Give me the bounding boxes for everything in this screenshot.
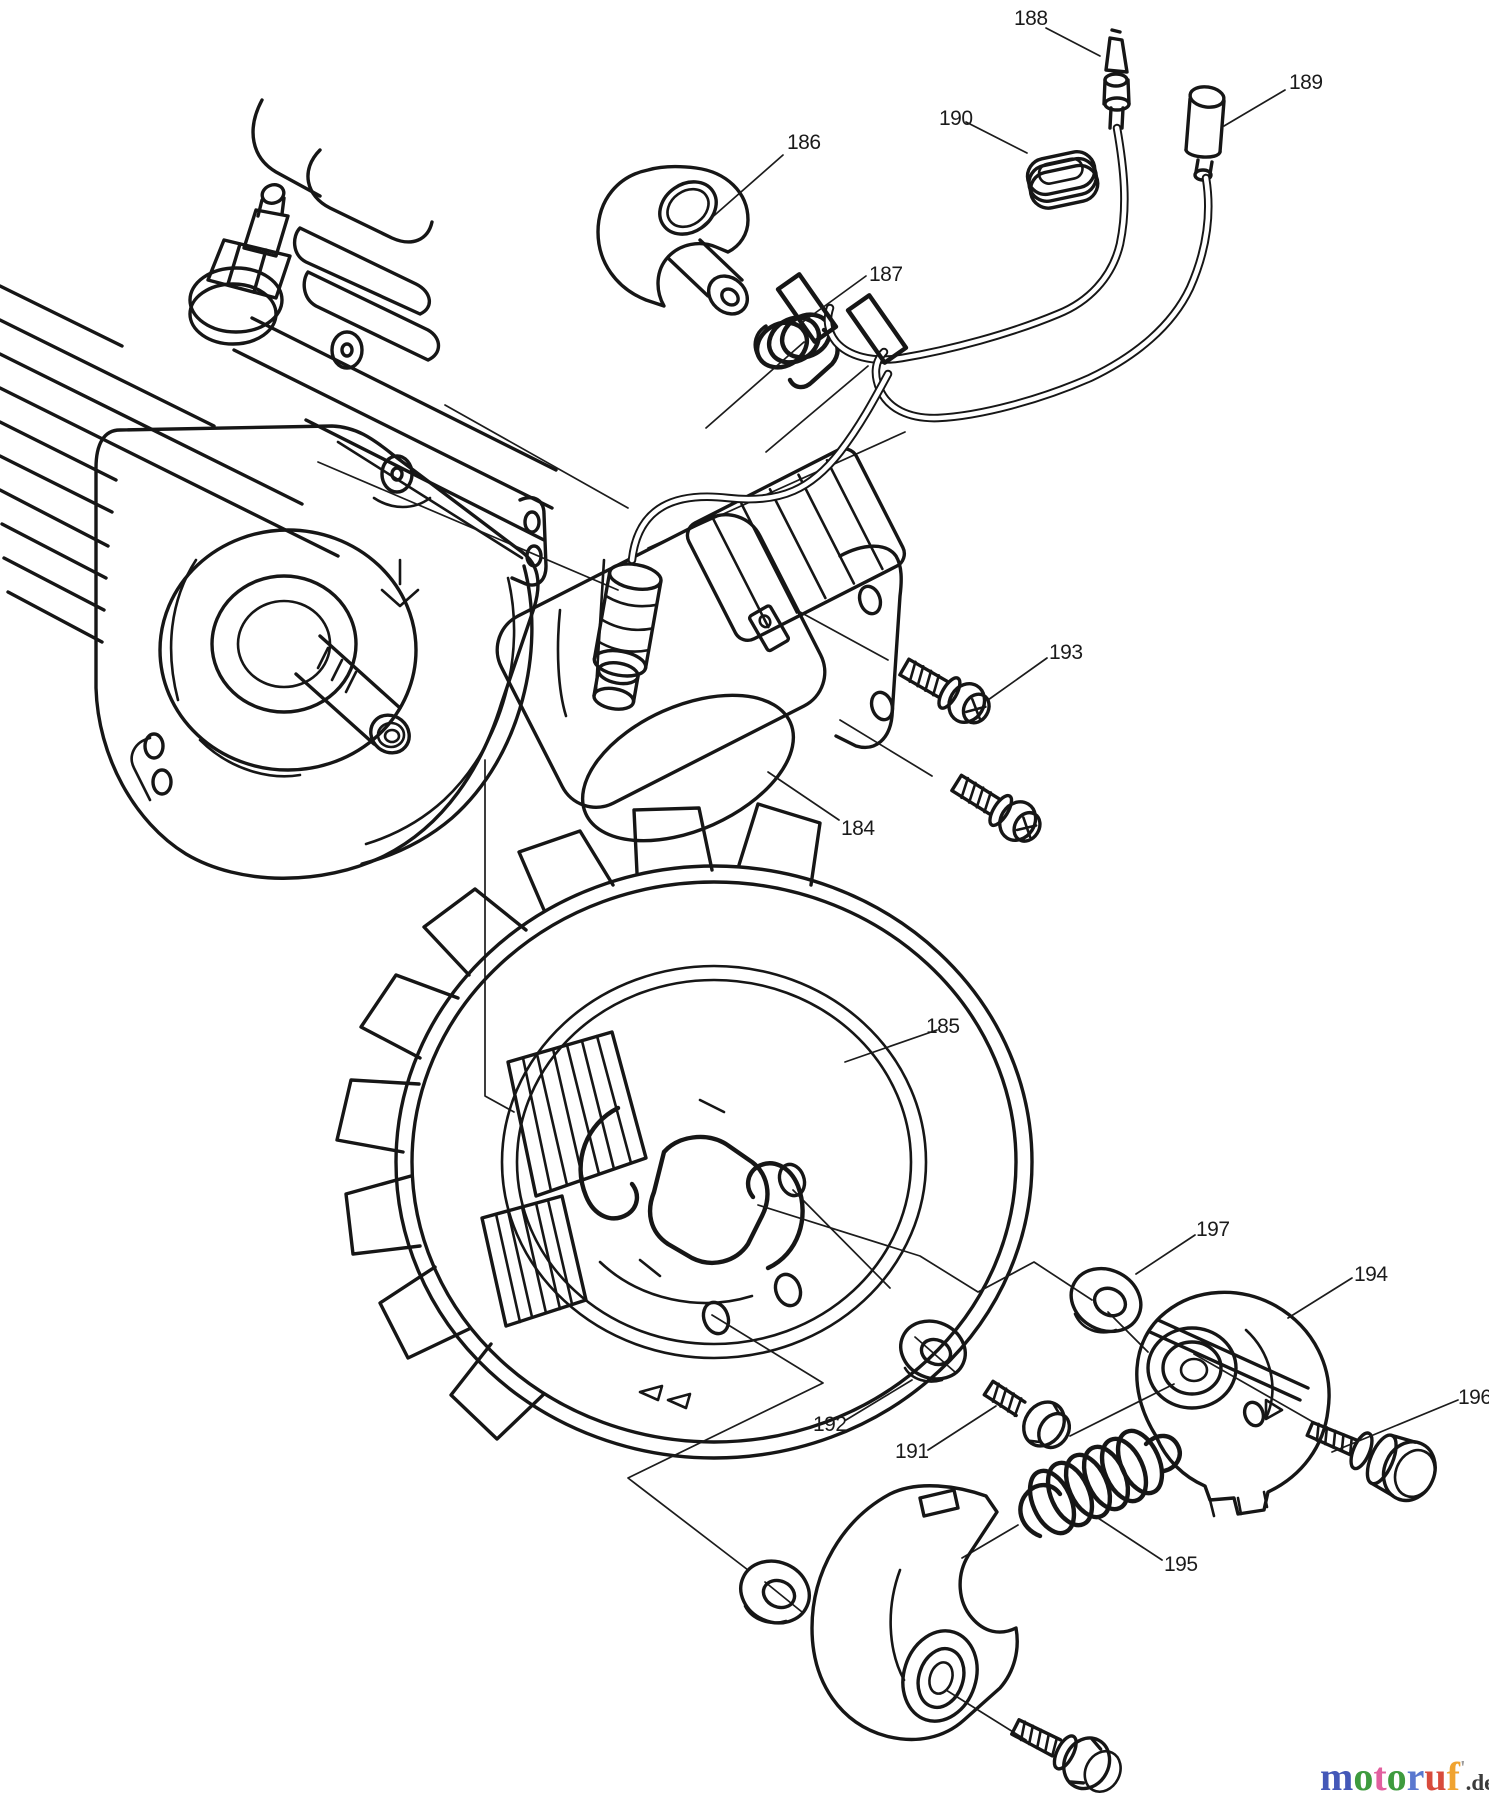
hub-axis-zigzag-lines	[627, 1189, 1149, 1613]
washer-upper-192	[899, 1319, 967, 1383]
fan-blades	[335, 802, 822, 1441]
cylinder-assembly	[0, 98, 558, 644]
ht-wire	[627, 369, 893, 565]
washer-lower-192	[739, 1559, 811, 1625]
cooling-fins	[0, 98, 558, 644]
crankshaft-stub	[294, 634, 411, 755]
coil-screw-upper	[898, 657, 991, 725]
shoe-arrow-icon	[1264, 1398, 1284, 1421]
clutch-bolt-right-196	[1305, 1420, 1437, 1503]
spark-plug	[188, 183, 292, 346]
ht-lead-boot	[592, 562, 663, 711]
leader-196	[1331, 1399, 1459, 1453]
wire-b	[871, 173, 1213, 423]
brand-watermark: motoruf'.de	[1320, 1754, 1489, 1799]
grommet	[1025, 150, 1100, 210]
leader-194	[1287, 1277, 1353, 1319]
crankcase-housing	[94, 424, 548, 880]
leader-188	[1045, 27, 1101, 57]
leader-184	[767, 771, 840, 821]
callout-197: 197	[1196, 1218, 1230, 1241]
clutch-shoe-lower	[810, 1484, 1027, 1742]
clutch-screw-191	[982, 1379, 1072, 1450]
starter-pawl-hub	[578, 1098, 807, 1336]
spark-plug-cap	[596, 164, 750, 316]
leader-190	[965, 121, 1028, 154]
rim-index-marks	[638, 1384, 692, 1410]
leader-193	[987, 657, 1048, 701]
clutch-shoe-upper	[1069, 1290, 1331, 1518]
callout-195: 195	[1164, 1553, 1198, 1576]
callout-189: 189	[1289, 71, 1323, 94]
callout-187: 187	[869, 263, 903, 286]
coil-terminal-tab	[748, 604, 790, 653]
leader-187	[799, 275, 867, 325]
wire-terminal-188	[1102, 28, 1131, 130]
flywheel	[335, 802, 1034, 1460]
callout-labels: 184 185 186 187 188 189 190 191 192 193 …	[787, 7, 1489, 1576]
clutch-bolt-bottom	[1010, 1718, 1122, 1793]
callout-196: 196	[1458, 1386, 1489, 1409]
flywheel-rib-panel-upper	[506, 1030, 648, 1198]
leader-186	[699, 154, 784, 229]
clutch-spring	[961, 1428, 1182, 1559]
leader-189	[1223, 89, 1286, 127]
leader-195	[1097, 1517, 1163, 1561]
wire-connector-a	[775, 272, 839, 344]
leader-197	[1135, 1234, 1196, 1275]
callout-194: 194	[1354, 1263, 1388, 1286]
callout-leader-lines	[699, 27, 1459, 1561]
alignment-arrow-icon	[380, 558, 420, 608]
ignition-wires	[705, 28, 1226, 453]
coil-core-laminations	[685, 447, 907, 643]
ignition-coil	[495, 369, 933, 843]
callout-188: 188	[1014, 7, 1048, 30]
brand-logo-text: motoruf'.de	[1320, 1754, 1489, 1799]
leader-192	[845, 1379, 913, 1421]
callout-186: 186	[787, 131, 821, 154]
leader-185	[844, 1029, 938, 1063]
callout-192: 192	[813, 1413, 847, 1436]
callout-185: 185	[926, 1015, 960, 1038]
coil-screw-lower	[950, 773, 1042, 843]
leader-191	[927, 1405, 997, 1451]
washer-197	[1069, 1266, 1143, 1334]
callout-193: 193	[1049, 641, 1083, 664]
callout-190: 190	[939, 107, 973, 130]
coil-mounting-bracket	[834, 544, 903, 750]
flywheel-rib-panel-lower	[480, 1194, 588, 1328]
wire-connector-b	[845, 293, 909, 365]
wire-terminal-189	[1184, 85, 1226, 182]
callout-191: 191	[895, 1440, 929, 1463]
callout-184: 184	[841, 817, 875, 840]
